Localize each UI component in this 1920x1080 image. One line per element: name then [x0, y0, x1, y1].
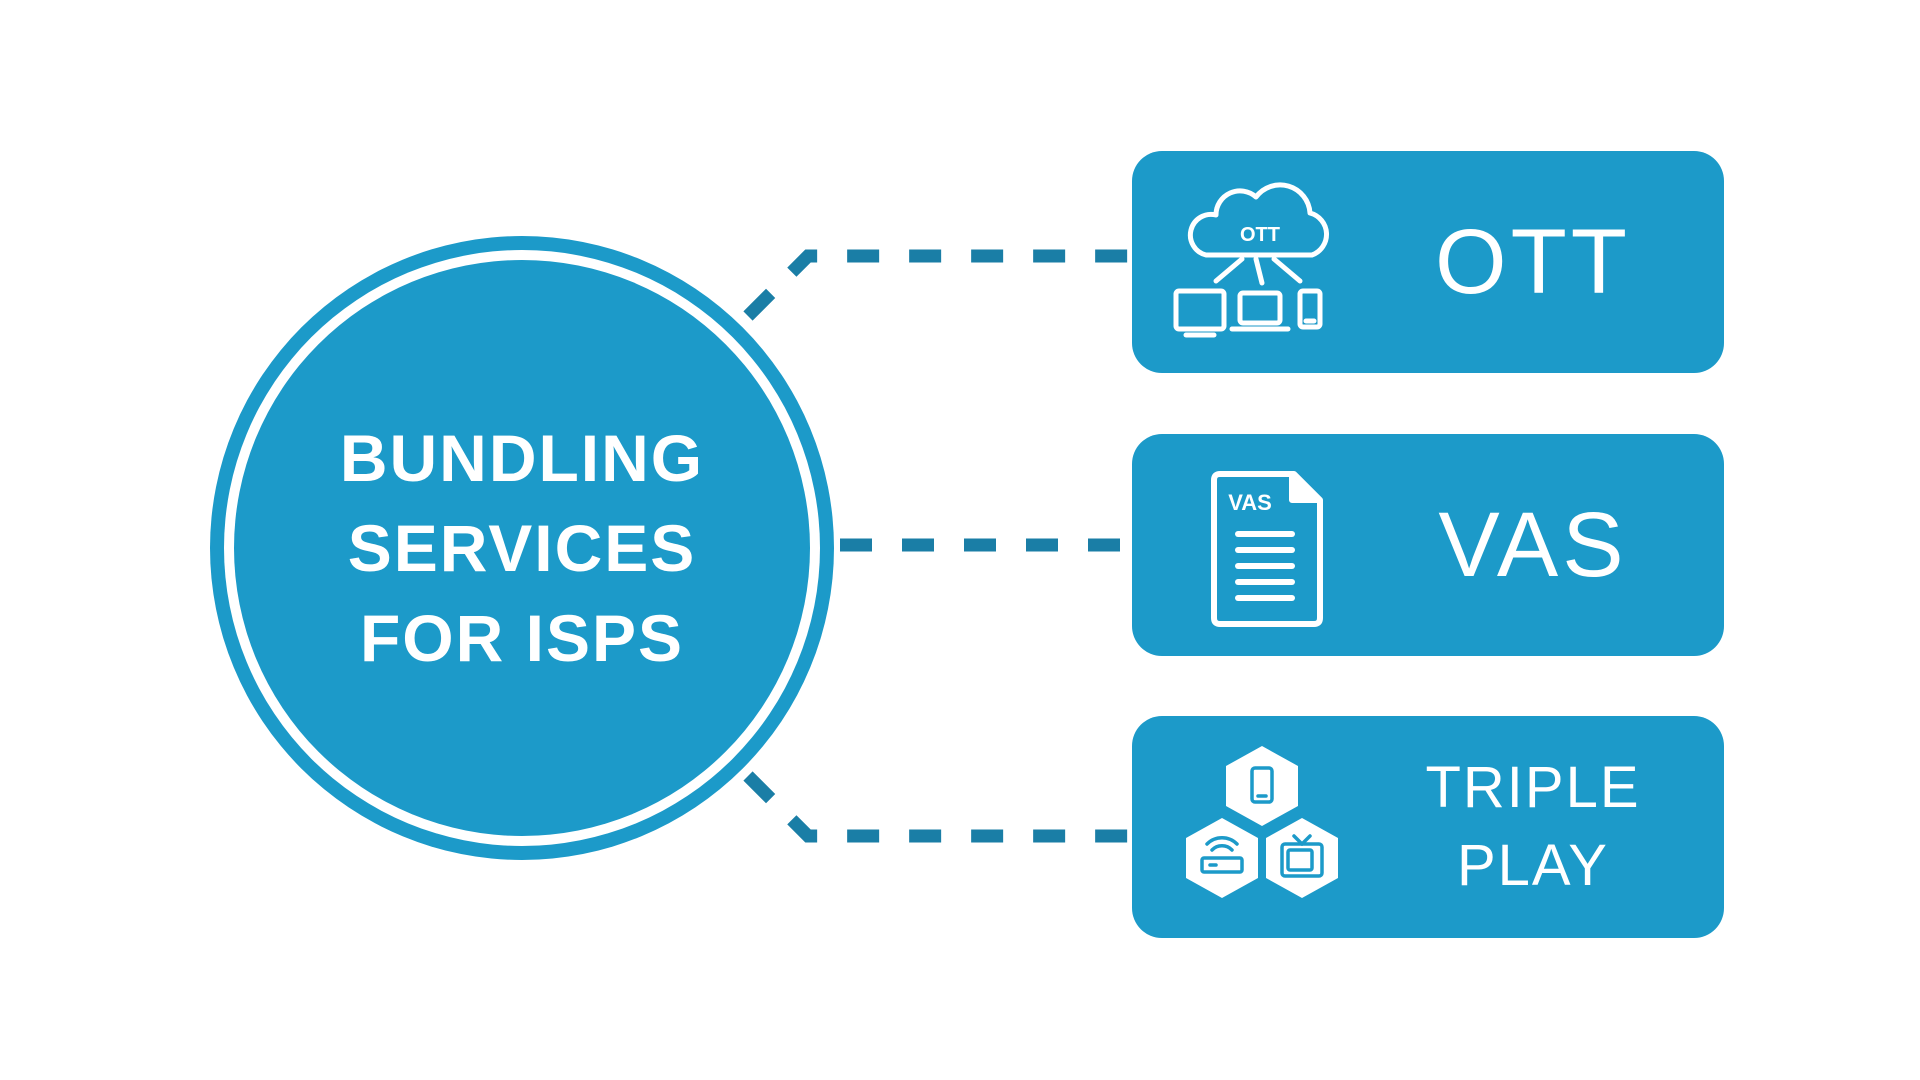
service-card-triple-play: TRIPLE PLAY — [1132, 716, 1724, 938]
vas-document-icon: VAS — [1211, 471, 1323, 627]
mobile-phone-icon — [1250, 766, 1274, 804]
connector-triple-play — [743, 771, 1132, 843]
hexagon-mobile — [1226, 746, 1298, 826]
service-card-ott: OTT OTT — [1132, 151, 1724, 373]
hexagon-tv — [1266, 818, 1338, 898]
vas-icon-text: VAS — [1228, 490, 1272, 515]
router-icon — [1200, 836, 1244, 874]
ott-icon-text: OTT — [1240, 224, 1280, 246]
triple-play-hexagons-icon — [1186, 746, 1338, 898]
hub-title-line-1: BUNDLING — [339, 421, 705, 495]
ott-cloud-devices-icon: OTT — [1173, 182, 1330, 338]
service-label-ott: OTT — [1435, 210, 1631, 313]
tv-icon — [1280, 834, 1324, 878]
service-label-triple-play: TRIPLE PLAY — [1425, 755, 1641, 898]
hub-title-line-3: FOR ISPS — [359, 601, 685, 675]
service-label-vas: VAS — [1438, 493, 1628, 596]
connector-ott — [743, 249, 1132, 321]
service-card-vas: VAS VAS — [1132, 434, 1724, 656]
hub-circle: BUNDLING SERVICES FOR ISPS — [234, 260, 810, 836]
hub-title-line-2: SERVICES — [347, 511, 697, 585]
